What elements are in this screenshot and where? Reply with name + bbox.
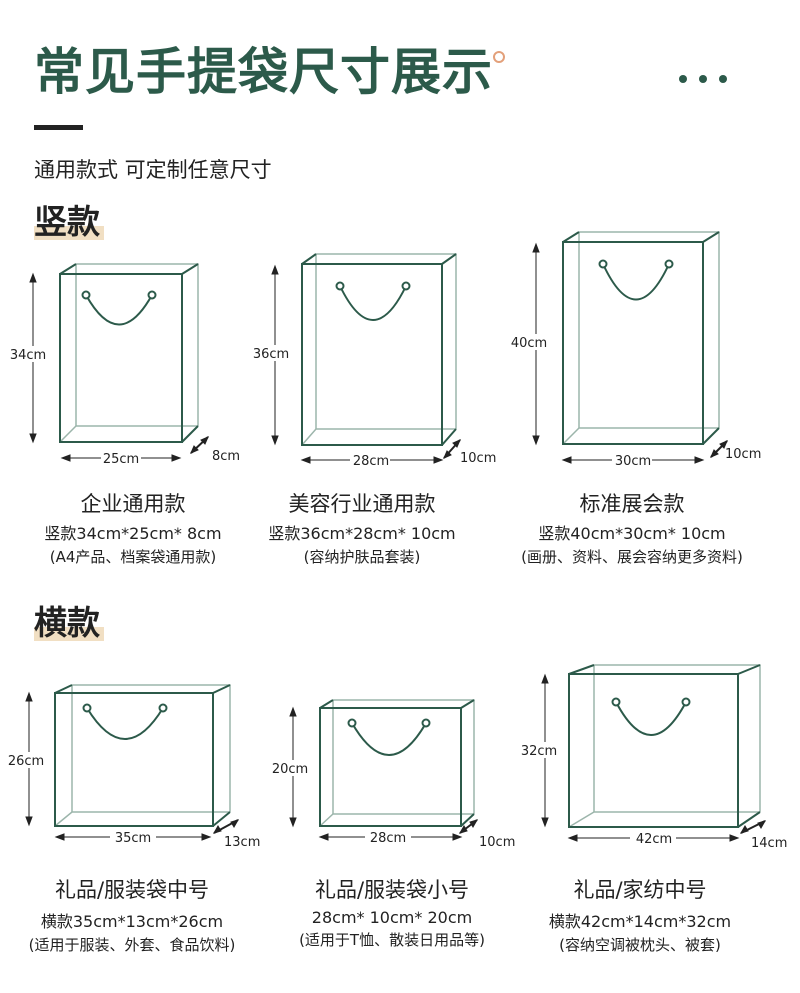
bag-dimensions: 横款35cm*13cm*26cm	[40, 912, 224, 931]
title-decoration-circle	[493, 51, 505, 63]
bag-note: (A4产品、档案袋通用款)	[49, 548, 217, 566]
bag-caption: 礼品/服装袋中号 横款35cm*13cm*26cm (适用于服装、外套、食品饮料…	[0, 874, 264, 955]
decoration-dot	[679, 75, 687, 83]
bag-dimensions: 竖款40cm*30cm* 10cm	[538, 524, 726, 543]
height-label: 26cm	[8, 754, 44, 769]
bag-illustration: 34cm 25cm 8cm	[8, 263, 240, 467]
depth-label: 13cm	[224, 835, 260, 850]
bag-name: 礼品/服装袋小号	[314, 878, 470, 902]
height-label: 40cm	[511, 336, 547, 351]
bag-illustration: 26cm 35cm 13cm	[2, 684, 260, 850]
bag-caption: 企业通用款 竖款34cm*25cm* 8cm (A4产品、档案袋通用款)	[0, 488, 266, 567]
height-label: 36cm	[253, 347, 289, 362]
bag-diagram: 32cm 42cm 14cm	[510, 655, 790, 860]
width-label: 35cm	[115, 831, 151, 846]
bag-name: 礼品/家纺中号	[573, 878, 707, 902]
section-highlight	[34, 226, 104, 240]
bag-caption: 礼品/服装袋小号 28cm* 10cm* 20cm (适用于T恤、散装日用品等)	[264, 874, 520, 950]
bag-note: (适用于服装、外套、食品饮料)	[28, 936, 236, 954]
bag-caption: 标准展会款 竖款40cm*30cm* 10cm (画册、资料、展会容纳更多资料)	[496, 488, 768, 567]
bag-dimensions: 28cm* 10cm* 20cm	[311, 908, 473, 927]
bag-dimensions: 竖款36cm*28cm* 10cm	[268, 524, 456, 543]
width-label: 28cm	[353, 454, 389, 469]
decoration-dot	[719, 75, 727, 83]
bag-caption: 美容行业通用款 竖款36cm*28cm* 10cm (容纳护肤品套装)	[230, 488, 494, 567]
bag-diagram: 36cm 28cm 10cm	[250, 234, 510, 470]
height-label: 20cm	[272, 762, 308, 777]
page-title: 常见手提袋尺寸展示	[34, 42, 493, 101]
section-highlight	[34, 627, 104, 641]
bag-name: 标准展会款	[579, 492, 685, 516]
section-title-vertical: 竖款	[34, 202, 100, 241]
bag-note: (适用于T恤、散装日用品等)	[299, 931, 485, 949]
bag-illustration: 20cm 28cm 10cm	[267, 699, 515, 850]
bag-illustration: 32cm 42cm 14cm	[516, 664, 787, 851]
decoration-dot	[699, 75, 707, 83]
height-label: 34cm	[10, 348, 46, 363]
depth-label: 10cm	[479, 835, 515, 850]
depth-label: 10cm	[725, 447, 761, 462]
bag-note: (容纳空调被枕头、被套)	[559, 936, 721, 954]
title-underline	[34, 125, 83, 130]
width-label: 30cm	[615, 454, 651, 469]
width-label: 42cm	[636, 832, 672, 847]
bag-diagram: 34cm 25cm 8cm	[0, 234, 260, 470]
bag-name: 企业通用款	[80, 492, 186, 516]
bag-illustration: 40cm 30cm 10cm	[509, 231, 761, 469]
width-label: 25cm	[103, 452, 139, 467]
bag-diagram: 26cm 35cm 13cm	[0, 670, 270, 860]
bag-note: (画册、资料、展会容纳更多资料)	[521, 548, 743, 566]
bag-caption: 礼品/家纺中号 横款42cm*14cm*32cm (容纳空调被枕头、被套)	[520, 874, 760, 955]
depth-label: 8cm	[212, 449, 240, 464]
depth-label: 14cm	[751, 836, 787, 851]
bag-illustration: 36cm 28cm 10cm	[250, 253, 496, 469]
section-title-horizontal: 横款	[34, 603, 100, 642]
page-subtitle: 通用款式 可定制任意尺寸	[34, 158, 272, 182]
bag-name: 美容行业通用款	[288, 492, 436, 516]
bag-note: (容纳护肤品套装)	[303, 548, 421, 566]
height-label: 32cm	[521, 744, 557, 759]
width-label: 28cm	[370, 831, 406, 846]
bag-name: 礼品/服装袋中号	[54, 878, 210, 902]
depth-label: 10cm	[460, 451, 496, 466]
bag-diagram: 40cm 30cm 10cm	[505, 220, 775, 470]
bag-dimensions: 竖款34cm*25cm* 8cm	[44, 524, 222, 543]
bag-dimensions: 横款42cm*14cm*32cm	[548, 912, 732, 931]
bag-diagram: 20cm 28cm 10cm	[265, 690, 530, 860]
